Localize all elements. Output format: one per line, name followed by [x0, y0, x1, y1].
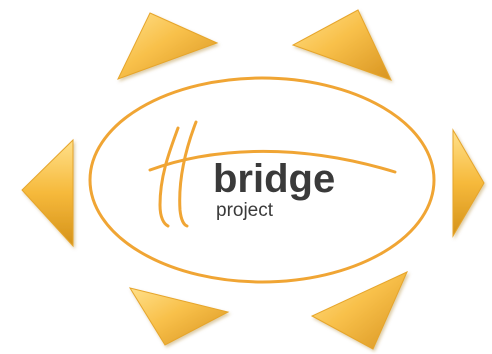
ray-right-icon	[452, 128, 485, 238]
ray-top-left-icon	[117, 12, 219, 80]
ray-top-right-icon	[291, 9, 392, 81]
logo-ring	[88, 76, 436, 284]
ray-left-icon	[21, 138, 74, 248]
sun-rays	[21, 9, 485, 350]
logo-word-sub: project	[216, 200, 274, 221]
ray-bottom-right-icon	[310, 270, 408, 350]
bridge-arch-mark-icon	[148, 120, 397, 228]
logo-word-main: bridge	[213, 157, 335, 201]
ray-bottom-left-icon	[128, 287, 230, 346]
